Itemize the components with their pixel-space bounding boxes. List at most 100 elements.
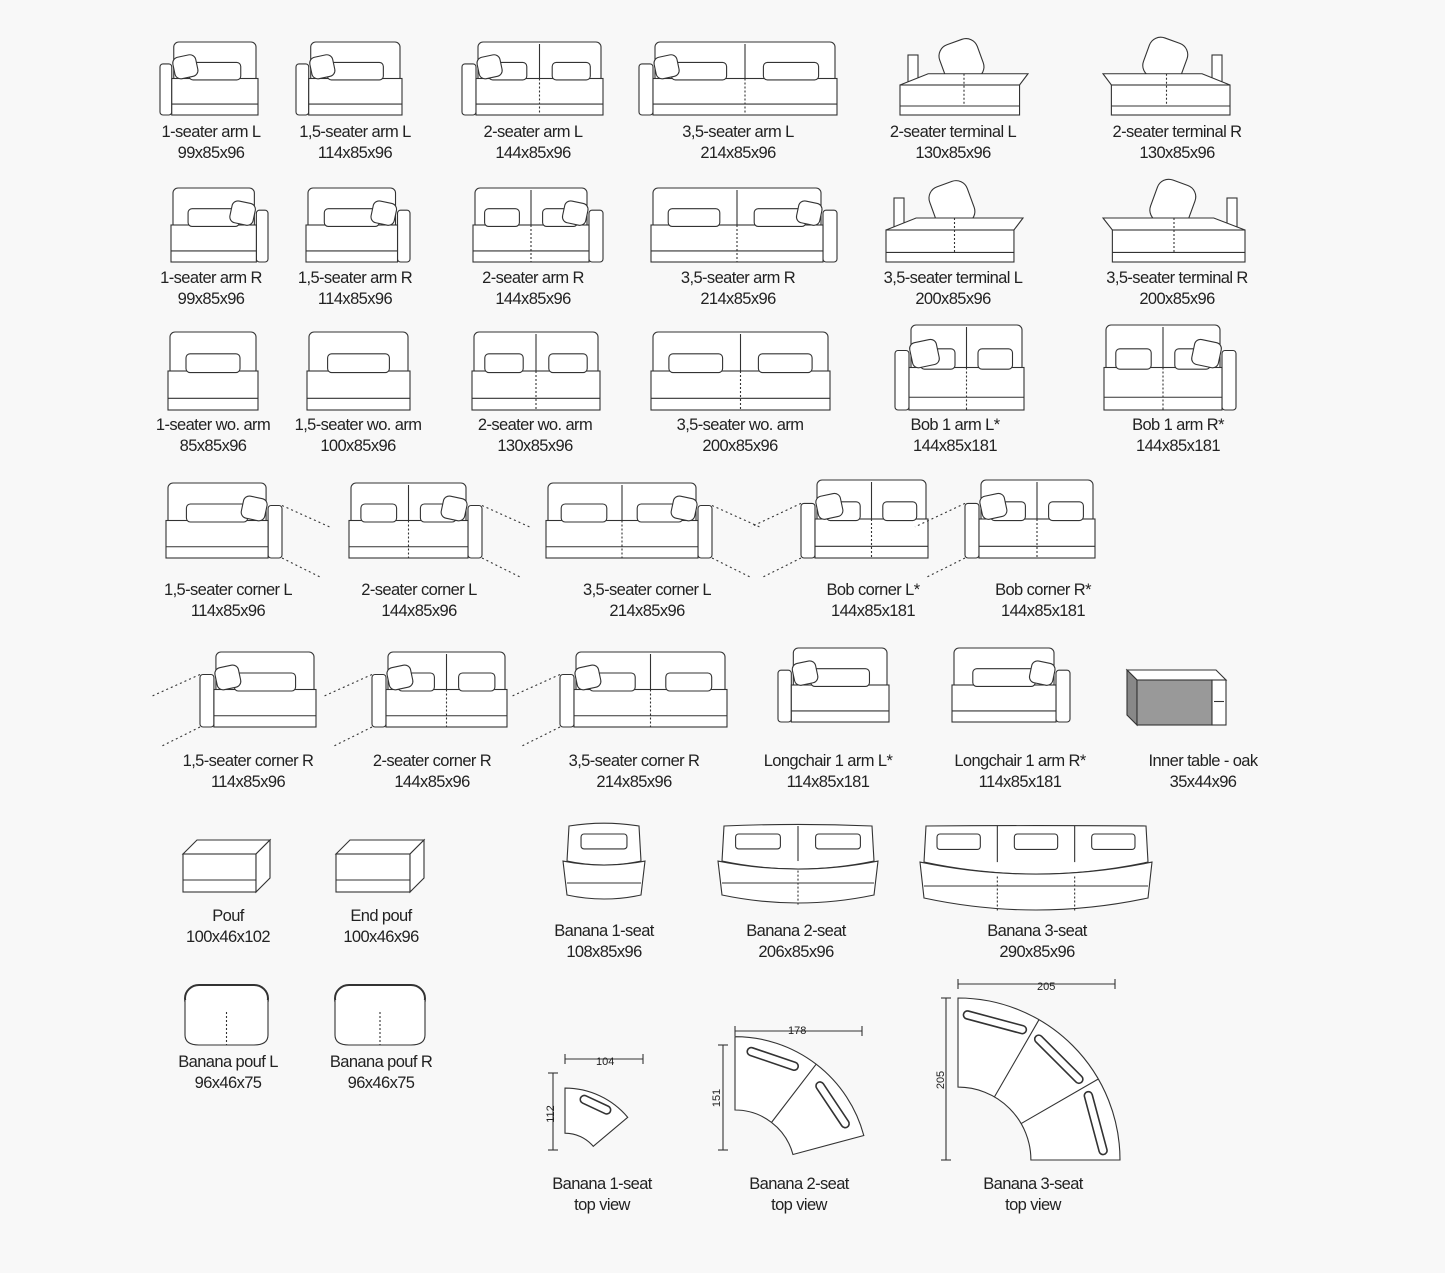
two-seater-wo-arm-drawing [471,331,601,411]
banana-3-seat-top-view-drawing [941,979,1121,1161]
one-seater-arm-l-label: 1-seater arm L 99x85x96 [162,122,261,164]
three-half-seater-corner-l-drawing [545,482,763,579]
module-size: 96x46x75 [347,1074,415,1092]
bob-1-arm-r-drawing [1103,324,1237,411]
module-size: 99x85x96 [177,144,245,162]
bob-1-arm-l-label: Bob 1 arm L*144x85x181 [910,415,1000,457]
module-size: 144x85x181 [913,437,998,455]
bob-1-arm-r-label: Bob 1 arm R*144x85x181 [1132,415,1224,457]
three-half-seater-wo-arm-drawing [650,331,831,411]
module-size: top view [574,1196,630,1214]
module-name: Longchair 1 arm L* [763,752,893,770]
one-seater-arm-r-drawing [170,187,269,263]
module-name: 1-seater arm L [161,123,261,141]
two-seater-terminal-l-label: 2-seater terminal L 130x85x96 [889,122,1017,164]
module-name: Banana 2-seat [749,1175,849,1193]
longchair-1-arm-r-drawing [951,647,1071,723]
module-name: 3,5-seater terminal R [1106,269,1248,287]
module-name: 2-seater corner L [361,581,477,599]
dim-b2-width: 178 [788,1025,807,1037]
bob-corner-l-drawing [750,479,929,579]
one-half-seater-corner-l-label: 1,5-seater corner L 114x85x96 [163,580,293,622]
pouf-drawing [181,838,272,894]
module-name: Banana 3-seat [983,1175,1083,1193]
three-half-seater-corner-r-drawing [509,651,728,748]
module-name: Banana pouf R [329,1053,433,1071]
module-name: 2-seater terminal L [889,123,1017,141]
one-half-seater-wo-arm-label: 1,5-seater wo. arm 100x85x96 [295,415,422,457]
three-half-seater-arm-r-drawing [650,187,838,263]
two-seater-arm-l-drawing [461,41,604,116]
two-seater-terminal-l-drawing [899,38,1030,116]
module-size: 200x85x96 [702,437,778,455]
module-name: 1,5-seater wo. arm [294,416,422,434]
module-name: Bob corner R* [995,581,1091,599]
one-seater-arm-l-drawing [159,41,259,116]
one-half-seater-arm-l-drawing [295,41,403,116]
module-size: 214x85x96 [609,602,685,620]
banana-3-seat-drawing [919,825,1153,913]
one-half-seater-wo-arm-drawing [306,331,411,411]
bob-corner-r-label: Bob corner R*144x85x181 [995,580,1091,622]
module-name: 1,5-seater arm L [299,123,411,141]
module-size: 130x85x96 [497,437,573,455]
module-size: 144x85x181 [1136,437,1221,455]
dim-b1-depth: 112 [544,1105,557,1123]
banana-1-seat-top-view-drawing [548,1054,644,1151]
two-seater-corner-l-drawing [348,482,533,579]
module-size: 144x85x96 [495,144,571,162]
module-size: 144x85x96 [495,290,571,308]
module-size: 206x85x96 [758,943,834,961]
module-size: 35x44x96 [1169,773,1237,791]
module-size: 144x85x96 [394,773,470,791]
module-size: 100x85x96 [320,437,396,455]
module-size: 200x85x96 [915,290,991,308]
one-half-seater-arm-r-drawing [305,187,411,263]
one-half-seater-corner-l-drawing [165,482,333,579]
module-name: 3,5-seater arm L [682,123,794,141]
banana-2-seat-top-view-drawing [718,1026,865,1156]
banana-2-seat-drawing [717,823,879,905]
end-pouf-drawing [334,838,426,894]
module-name: 2-seater arm L [483,123,583,141]
dim-b1-width: 104 [596,1056,615,1068]
module-size: 100x46x102 [186,928,271,946]
module-size: top view [771,1196,827,1214]
bob-corner-r-drawing [914,479,1096,579]
module-name: Bob corner L* [826,581,920,599]
module-size: 108x85x96 [566,943,642,961]
three-half-seater-arm-l-label: 3,5-seater arm L 214x85x96 [682,122,794,164]
module-size: 114x85x96 [317,290,393,308]
two-seater-arm-l-label: 2-seater arm L 144x85x96 [484,122,583,164]
module-size: 130x85x96 [915,144,991,162]
one-half-seater-corner-r-drawing [149,651,317,748]
module-size: 114x85x96 [190,602,266,620]
module-name: Banana pouf L [178,1053,278,1071]
module-name: 3,5-seater corner R [568,752,700,770]
module-size: 214x85x96 [700,144,776,162]
three-half-seater-terminal-l-drawing [885,180,1025,263]
module-name: 3,5-seater wo. arm [676,416,804,434]
module-size: 100x46x96 [343,928,419,946]
module-name: 3,5-seater arm R [680,269,796,287]
dim-b2-depth: 151 [711,1088,724,1108]
longchair-1-arm-r-label: Longchair 1 arm R*114x85x181 [954,751,1086,793]
dim-b3-width: 205 [1037,981,1056,993]
two-seater-arm-r-drawing [472,187,604,263]
three-half-seater-wo-arm-label: 3,5-seater wo. arm 200x85x96 [677,415,804,457]
inner-table-oak-drawing [1125,668,1228,727]
module-size: 144x85x181 [831,602,916,620]
module-name: 1,5-seater corner L [163,581,293,599]
